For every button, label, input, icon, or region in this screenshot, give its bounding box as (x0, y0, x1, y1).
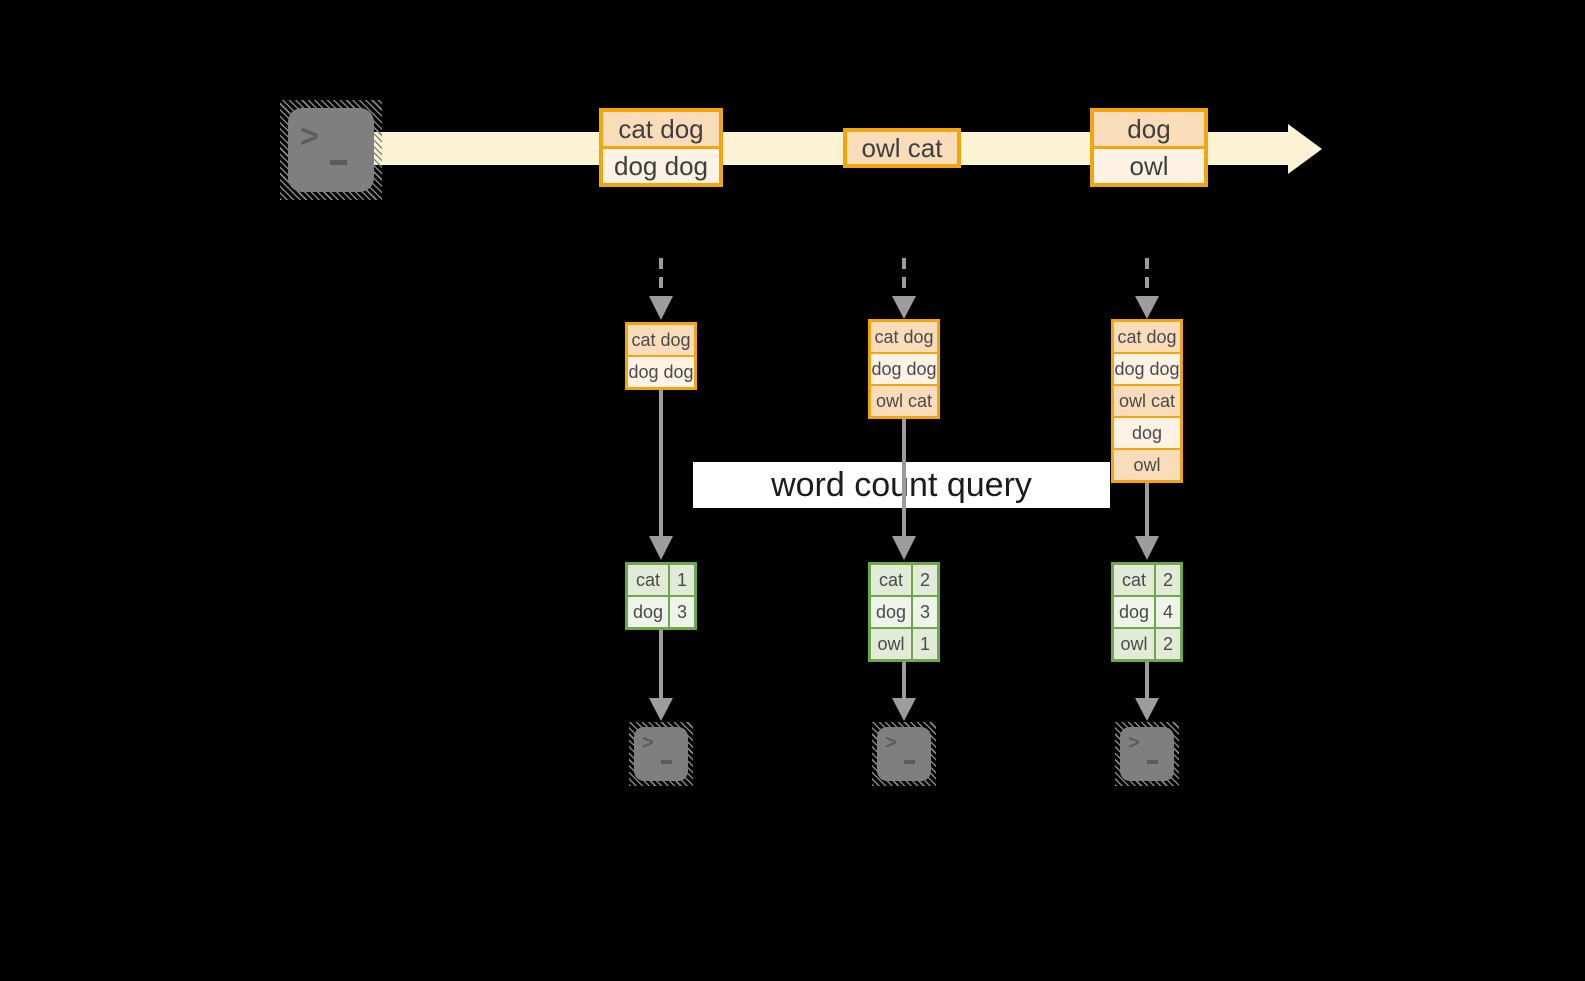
terminal-prompt-icon: > (1128, 732, 1140, 754)
input-record: dog (1114, 418, 1180, 448)
batch-record: owl (1094, 149, 1204, 183)
word-cell: cat (628, 565, 668, 595)
table-row: owl 2 (1114, 629, 1180, 659)
input-table-2: cat dog dog dog owl cat (868, 319, 940, 419)
count-cell: 2 (1156, 565, 1180, 595)
terminal-prompt-icon: > (300, 118, 319, 154)
count-cell: 3 (913, 597, 937, 627)
terminal-cursor-icon (904, 760, 915, 764)
stream-batch-box-1: cat dog dog dog (599, 108, 723, 187)
batch-record: dog (1094, 112, 1204, 146)
input-table-1: cat dog dog dog (625, 322, 697, 390)
input-record: cat dog (871, 322, 937, 352)
terminal-body: > (877, 727, 931, 781)
word-cell: dog (871, 597, 911, 627)
batch-record: dog dog (603, 149, 719, 183)
input-record: owl cat (871, 386, 937, 416)
arrowhead-icon (892, 296, 916, 319)
table-row: cat 2 (871, 565, 937, 595)
terminal-cursor-icon (661, 760, 672, 764)
arrowhead-icon (649, 296, 673, 320)
arrowhead-icon (1135, 698, 1159, 721)
arrowhead-icon (892, 698, 916, 721)
sink-terminal-icon-3: > (1115, 722, 1179, 786)
terminal-cursor-icon (330, 160, 347, 165)
word-count-query-label: word count query (693, 462, 1110, 508)
stream-batch-box-3: dog owl (1090, 108, 1208, 187)
terminal-cursor-icon (1147, 760, 1158, 764)
count-cell: 1 (670, 565, 694, 595)
table-row: cat 1 (628, 565, 694, 595)
count-cell: 1 (913, 629, 937, 659)
word-cell: dog (628, 597, 668, 627)
count-cell: 4 (1156, 597, 1180, 627)
count-cell: 2 (1156, 629, 1180, 659)
input-record: owl cat (1114, 386, 1180, 416)
table-row: dog 4 (1114, 597, 1180, 627)
input-table-3: cat dog dog dog owl cat dog owl (1111, 319, 1183, 483)
word-cell: dog (1114, 597, 1154, 627)
batch-record: owl cat (847, 132, 957, 164)
sink-terminal-icon-2: > (872, 722, 936, 786)
stream-arrowhead-icon (1288, 124, 1322, 174)
word-cell: owl (871, 629, 911, 659)
stream-batch-box-2: owl cat (843, 128, 961, 168)
arrowhead-icon (892, 536, 916, 560)
word-cell: owl (1114, 629, 1154, 659)
terminal-prompt-icon: > (642, 732, 654, 754)
table-row: dog 3 (628, 597, 694, 627)
terminal-body: > (1120, 727, 1174, 781)
sink-terminal-icon-1: > (629, 722, 693, 786)
input-record: dog dog (871, 354, 937, 384)
table-row: dog 3 (871, 597, 937, 627)
table-row: cat 2 (1114, 565, 1180, 595)
terminal-prompt-icon: > (885, 732, 897, 754)
arrowhead-icon (649, 536, 673, 560)
input-record: dog dog (628, 357, 694, 387)
arrowhead-icon (1135, 296, 1159, 319)
count-cell: 2 (913, 565, 937, 595)
batch-record: cat dog (603, 112, 719, 146)
result-table-1: cat 1 dog 3 (625, 562, 697, 630)
terminal-body: > (634, 727, 688, 781)
arrowhead-icon (1135, 536, 1159, 560)
result-table-3: cat 2 dog 4 owl 2 (1111, 562, 1183, 662)
result-table-2: cat 2 dog 3 owl 1 (868, 562, 940, 662)
arrowhead-icon (649, 698, 673, 721)
input-record: cat dog (628, 325, 694, 355)
count-cell: 3 (670, 597, 694, 627)
input-record: owl (1114, 450, 1180, 480)
input-record: cat dog (1114, 322, 1180, 352)
source-terminal-icon: > (280, 100, 382, 200)
word-cell: cat (871, 565, 911, 595)
word-cell: cat (1114, 565, 1154, 595)
table-row: owl 1 (871, 629, 937, 659)
input-record: dog dog (1114, 354, 1180, 384)
terminal-body: > (288, 108, 374, 192)
